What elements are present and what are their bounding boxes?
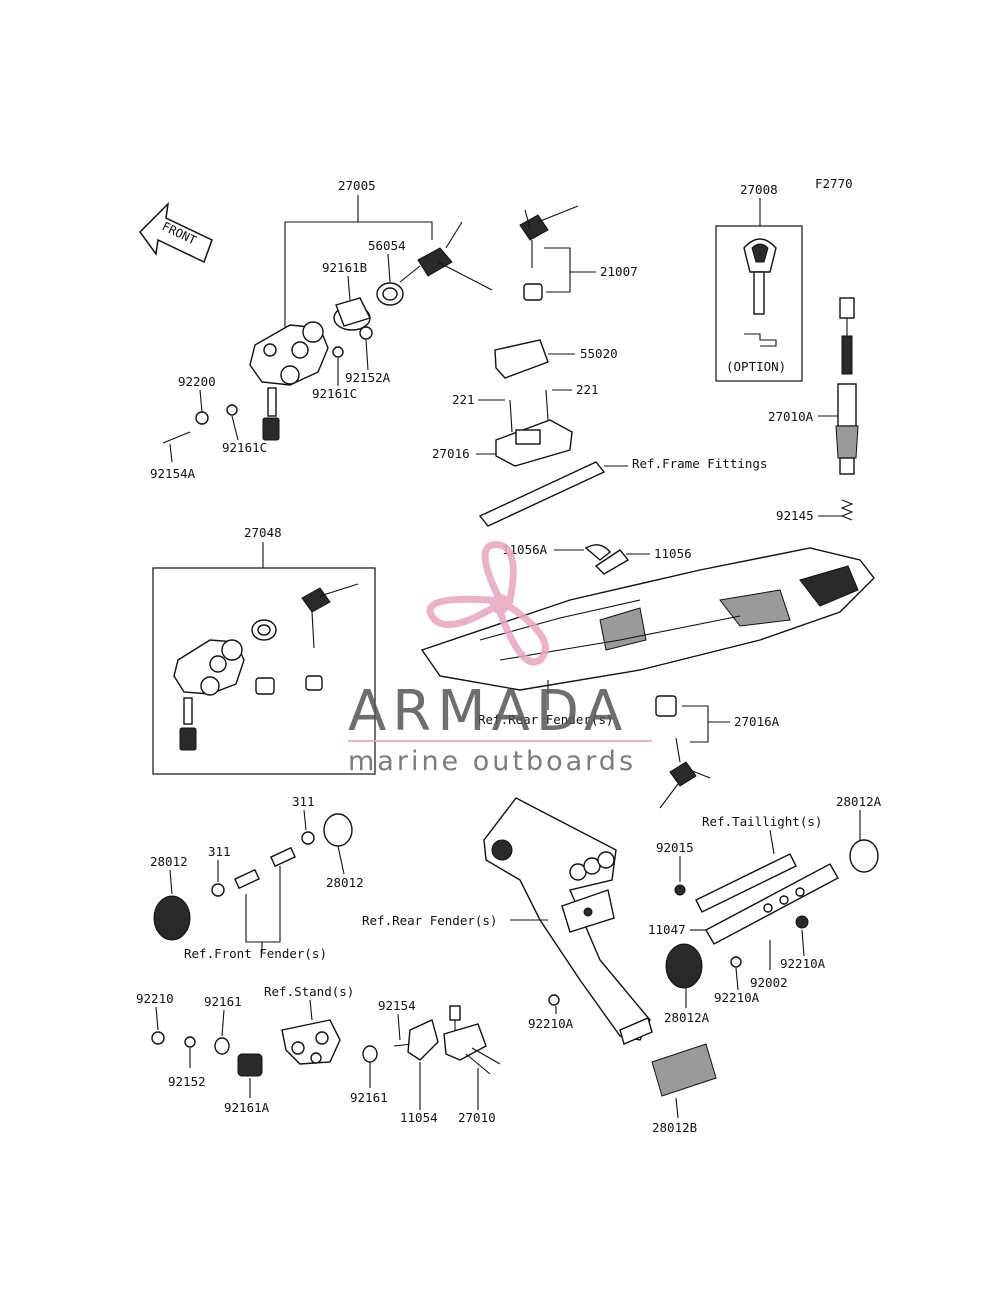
label-27008: 27008 [740, 182, 778, 197]
label-56054: 56054 [368, 238, 406, 253]
label-92161-a: 92161 [204, 994, 242, 1009]
ref-taillight: Ref.Taillight(s) [702, 814, 822, 829]
rear-fender-lower: Ref.Rear Fender(s) 28012B 92210A [362, 797, 717, 1135]
front-reflector-group: 311 28012 311 28012 Ref.Front Fender(s) [150, 794, 364, 961]
label-311-b: 311 [208, 844, 231, 859]
label-11054: 11054 [400, 1110, 438, 1125]
label-55020: 55020 [580, 346, 618, 361]
ignition-switch-group: 27005 56054 92161B 92152A 92161 [150, 178, 493, 481]
option-label: (OPTION) [726, 359, 786, 374]
ref-stand: Ref.Stand(s) [264, 984, 354, 999]
seat-lock-group: 55020 221 221 27016 Ref.Frame Fittings [432, 339, 767, 527]
figure-code: F2770 [815, 176, 853, 191]
label-28012B: 28012B [652, 1120, 697, 1135]
label-92015: 92015 [656, 840, 694, 855]
label-27016A: 27016A [734, 714, 780, 729]
taillight-group: Ref.Taillight(s) 92015 11047 28012A 2801… [648, 794, 882, 1025]
label-27005: 27005 [338, 178, 376, 193]
watermark-tagline: marine outboards [348, 746, 636, 777]
label-92154A: 92154A [150, 466, 196, 481]
label-92161A: 92161A [224, 1100, 270, 1115]
label-92145: 92145 [776, 508, 814, 523]
ref-rear-fender-a: Ref.Rear Fender(s) [478, 712, 613, 727]
label-27010: 27010 [458, 1110, 496, 1125]
rear-fender-upper: 11056A 11056 Ref.Rear Fender(s) [420, 542, 875, 727]
label-11047: 11047 [648, 922, 686, 937]
label-92210A-b: 92210A [714, 990, 760, 1005]
ref-frame-fittings: Ref.Frame Fittings [632, 456, 767, 471]
switch-27010A-group: 27010A 92145 [768, 297, 859, 523]
watermark-brand: ARMADA [348, 679, 628, 744]
stand-switch-group: Ref.Stand(s) 92210 92161 92152 92161A 92… [136, 984, 501, 1125]
label-92210A-a: 92210A [780, 956, 826, 971]
label-92200: 92200 [178, 374, 216, 389]
front-arrow-icon: FRONT [139, 201, 213, 264]
ref-front-fender: Ref.Front Fender(s) [184, 946, 327, 961]
ref-rear-fender-b: Ref.Rear Fender(s) [362, 913, 497, 928]
label-28012-a: 28012 [150, 854, 188, 869]
label-27010A: 27010A [768, 409, 814, 424]
label-27016: 27016 [432, 446, 470, 461]
label-92210: 92210 [136, 991, 174, 1006]
label-92161B: 92161B [322, 260, 367, 275]
label-92161C-a: 92161C [312, 386, 357, 401]
label-311-a: 311 [292, 794, 315, 809]
lock-27016A-group: 27016A [655, 695, 780, 809]
label-92152A: 92152A [345, 370, 391, 385]
label-92210A-c: 92210A [528, 1016, 574, 1031]
key-21007-group: 21007 [519, 205, 638, 301]
propeller-logo-icon [426, 541, 549, 666]
watermark: ARMADA marine outboards [348, 541, 652, 777]
label-221-b: 221 [576, 382, 599, 397]
label-92161-b: 92161 [350, 1090, 388, 1105]
label-28012A-b: 28012A [664, 1010, 710, 1025]
option-key-box: 27008 (OPTION) [715, 182, 803, 382]
set-27048-box: 27048 [152, 525, 376, 775]
label-221-a: 221 [452, 392, 475, 407]
label-92154: 92154 [378, 998, 416, 1013]
label-21007: 21007 [600, 264, 638, 279]
label-92152: 92152 [168, 1074, 206, 1089]
label-28012A-a: 28012A [836, 794, 882, 809]
label-27048: 27048 [244, 525, 282, 540]
label-28012-b: 28012 [326, 875, 364, 890]
label-92161C-b: 92161C [222, 440, 267, 455]
label-11056: 11056 [654, 546, 692, 561]
label-92002: 92002 [750, 975, 788, 990]
